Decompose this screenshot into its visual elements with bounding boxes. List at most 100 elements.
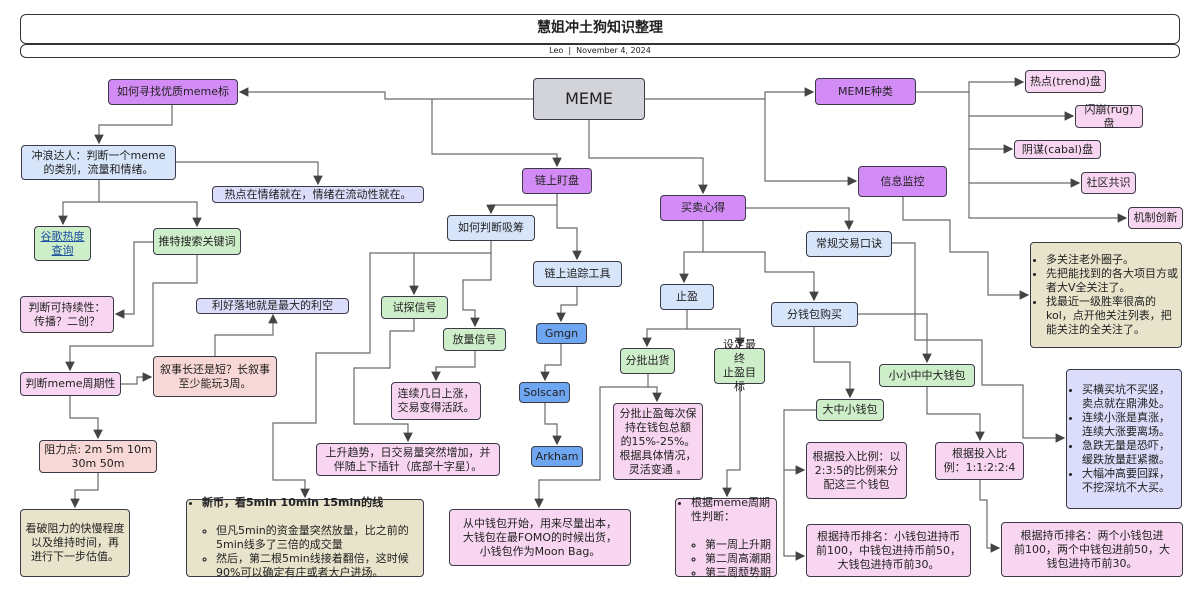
edge [979, 480, 1001, 553]
node-tracker-tools: 链上追踪工具 [533, 261, 622, 287]
edge [540, 344, 562, 382]
node-good-news: 利好落地就是最大的利空 [196, 298, 349, 314]
edge [462, 253, 492, 328]
edge [588, 120, 708, 195]
edge [121, 372, 153, 385]
sub-bullet: 第二周高潮期 [705, 552, 773, 566]
subtitle-bar: Leo | November 4, 2024 [20, 44, 1180, 58]
node-batch-detail: 分批止盈每次保 持在钱包总额 的15%-25%。 根据具体情况， 灵活变通 。 [613, 403, 703, 480]
node-meme-types: MEME种类 [815, 78, 916, 105]
node-sustainability: 判断可持续性： 传播？二创？ [20, 296, 114, 333]
bullet: 连续小涨是真涨，连续大涨要离场。 [1082, 411, 1178, 439]
node-rank-sslmm: 根据持币排名：两个小钱包进 前100，两个中钱包进前50，大 钱包进持币前30。 [1001, 522, 1183, 577]
node-rising-days: 连续几日上涨， 交易变得活跃。 [391, 382, 481, 420]
bullet: 多关注老外圈子。 [1046, 253, 1178, 267]
sub-bullet: 第三周颓势期 [705, 566, 773, 580]
edge [783, 470, 806, 561]
node-trading: 买卖心得 [660, 195, 746, 221]
node-google-trends[interactable]: 谷歌热度 查询 [34, 226, 91, 261]
date: November 4, 2024 [576, 46, 651, 55]
node-break-resistance: 看破阻力的快慢程度 以及维持时间，再 进行下一步估值。 [20, 509, 130, 577]
edge [353, 319, 415, 443]
node-resistance: 阻力点: 2m 5m 10m 30m 50m [39, 440, 157, 473]
node-sslmm-wallet: 小小中中大钱包 [879, 364, 975, 387]
node-trend: 热点(trend)盘 [1025, 70, 1106, 93]
node-solscan: Solscan [519, 382, 570, 403]
sub-bullet: 但凡5min的资金量突然放量，比之前的5min线多了三倍的成交量 [216, 524, 420, 552]
node-rug: 闪崩(rug)盘 [1075, 103, 1143, 130]
node-uptrend: 上升趋势，日交易量突然增加，并 伴随上下插针（底部十字星）。 [316, 443, 500, 476]
sub-bullet: 第一周上升期 [705, 538, 773, 552]
edge [65, 255, 198, 372]
node-rank-lms: 根据持币排名：小钱包进持币 前100，中钱包进持币前50， 大钱包进持币前30。 [806, 524, 971, 577]
edge [968, 116, 1014, 154]
edge [409, 241, 492, 296]
node-rules-tips: 买横买坑不买竖，卖点就在鼎沸处。连续小涨是真涨，连续大涨要离场。急跌无量是恐吓，… [1066, 369, 1182, 509]
edge [968, 92, 1075, 121]
bullet: 根据meme周期性判断： [691, 496, 773, 524]
node-batch-sell: 分批出货 [620, 348, 675, 374]
edge [431, 351, 476, 382]
bullet: 找最近一级胜率很高的kol，点开他关注列表，把能关注的全关注了。 [1046, 295, 1178, 337]
edge [858, 313, 932, 364]
node-hot-emotion: 热点在情绪就在，情绪在流动性就在。 [212, 186, 424, 203]
edge [534, 374, 649, 509]
node-arkham: Arkham [531, 446, 583, 467]
bullet: 先把能找到的各大项目方或者大V全关注了。 [1046, 267, 1178, 295]
edge [58, 180, 100, 226]
node-cycle-judge: 根据meme周期性判断： 第一周上升期第二周高潮期第三周颓势期 [675, 496, 777, 580]
node-mechanism: 机制创新 [1128, 207, 1183, 229]
edge [69, 396, 103, 440]
edge [687, 328, 745, 348]
edge [645, 87, 815, 100]
title-bar: 慧姐冲土狗知识整理 [20, 14, 1180, 44]
node-volume-signal: 放量信号 [443, 328, 506, 351]
edge [703, 251, 819, 302]
node-mid-wallet: 从中钱包开始，用来尽量出本， 大钱包在最FOMO的时候出货， 小钱包作为Moon… [449, 509, 631, 566]
node-cycle: 判断meme周期性 [20, 372, 121, 396]
node-probe-signal: 试探信号 [381, 296, 448, 319]
node-info-monitor: 信息监控 [858, 166, 947, 197]
edge [642, 310, 688, 348]
edge [916, 77, 1025, 93]
edge [99, 201, 202, 228]
edge [679, 221, 704, 284]
node-meme: MEME [533, 78, 645, 120]
node-new-coin: 新币，看5min 10min 15min的线 但凡5min的资金量突然放量，比之… [186, 496, 424, 580]
edge [813, 327, 855, 399]
node-twitter-search: 推特搜索关键词 [153, 228, 241, 255]
edge [926, 387, 985, 442]
edge [556, 205, 582, 261]
edge [238, 87, 533, 100]
edge [783, 409, 816, 475]
edge [431, 99, 562, 168]
edge [486, 194, 558, 215]
edge [544, 403, 562, 446]
edge [968, 183, 1128, 223]
node-lms-wallet: 大中小钱包 [816, 399, 884, 421]
edge [892, 242, 1066, 443]
node-ratio-11224: 根据投入比 例：1:1:2:2:4 [935, 442, 1024, 480]
node-rules: 常规交易口诀 [806, 231, 892, 257]
node-split-buy: 分钱包购买 [771, 302, 858, 327]
edge [94, 105, 173, 145]
node-gmgn: Gmgn [536, 323, 587, 344]
node-final-target: 设定最终 止盈目标 [714, 338, 765, 393]
separator: | [568, 46, 572, 55]
bullet: 大幅冲高要回踩，不挖深坑不大买。 [1082, 467, 1178, 495]
bullet: 买横买坑不买竖，卖点就在鼎沸处。 [1082, 383, 1178, 411]
edge [648, 386, 662, 403]
edge [722, 384, 741, 498]
google-trends-link[interactable]: 谷歌热度 查询 [40, 229, 85, 257]
sub-bullet: 然后，第二根5min线接着翻倍，这时候90%可以确定有庄或者大户进场。 [216, 552, 420, 580]
edge [902, 197, 1030, 300]
edge [70, 473, 99, 509]
edge [746, 207, 854, 231]
node-community: 社区共识 [1081, 172, 1136, 194]
node-find-quality-meme: 如何寻找优质meme标 [108, 79, 238, 105]
page-title: 慧姐冲土狗知识整理 [537, 20, 663, 36]
node-narrative: 叙事长还是短？长叙事 至少能玩3周。 [153, 356, 277, 397]
edge [764, 99, 858, 186]
node-surfer: 冲浪达人：判断一个meme 的类别，流量和情绪。 [21, 145, 176, 180]
